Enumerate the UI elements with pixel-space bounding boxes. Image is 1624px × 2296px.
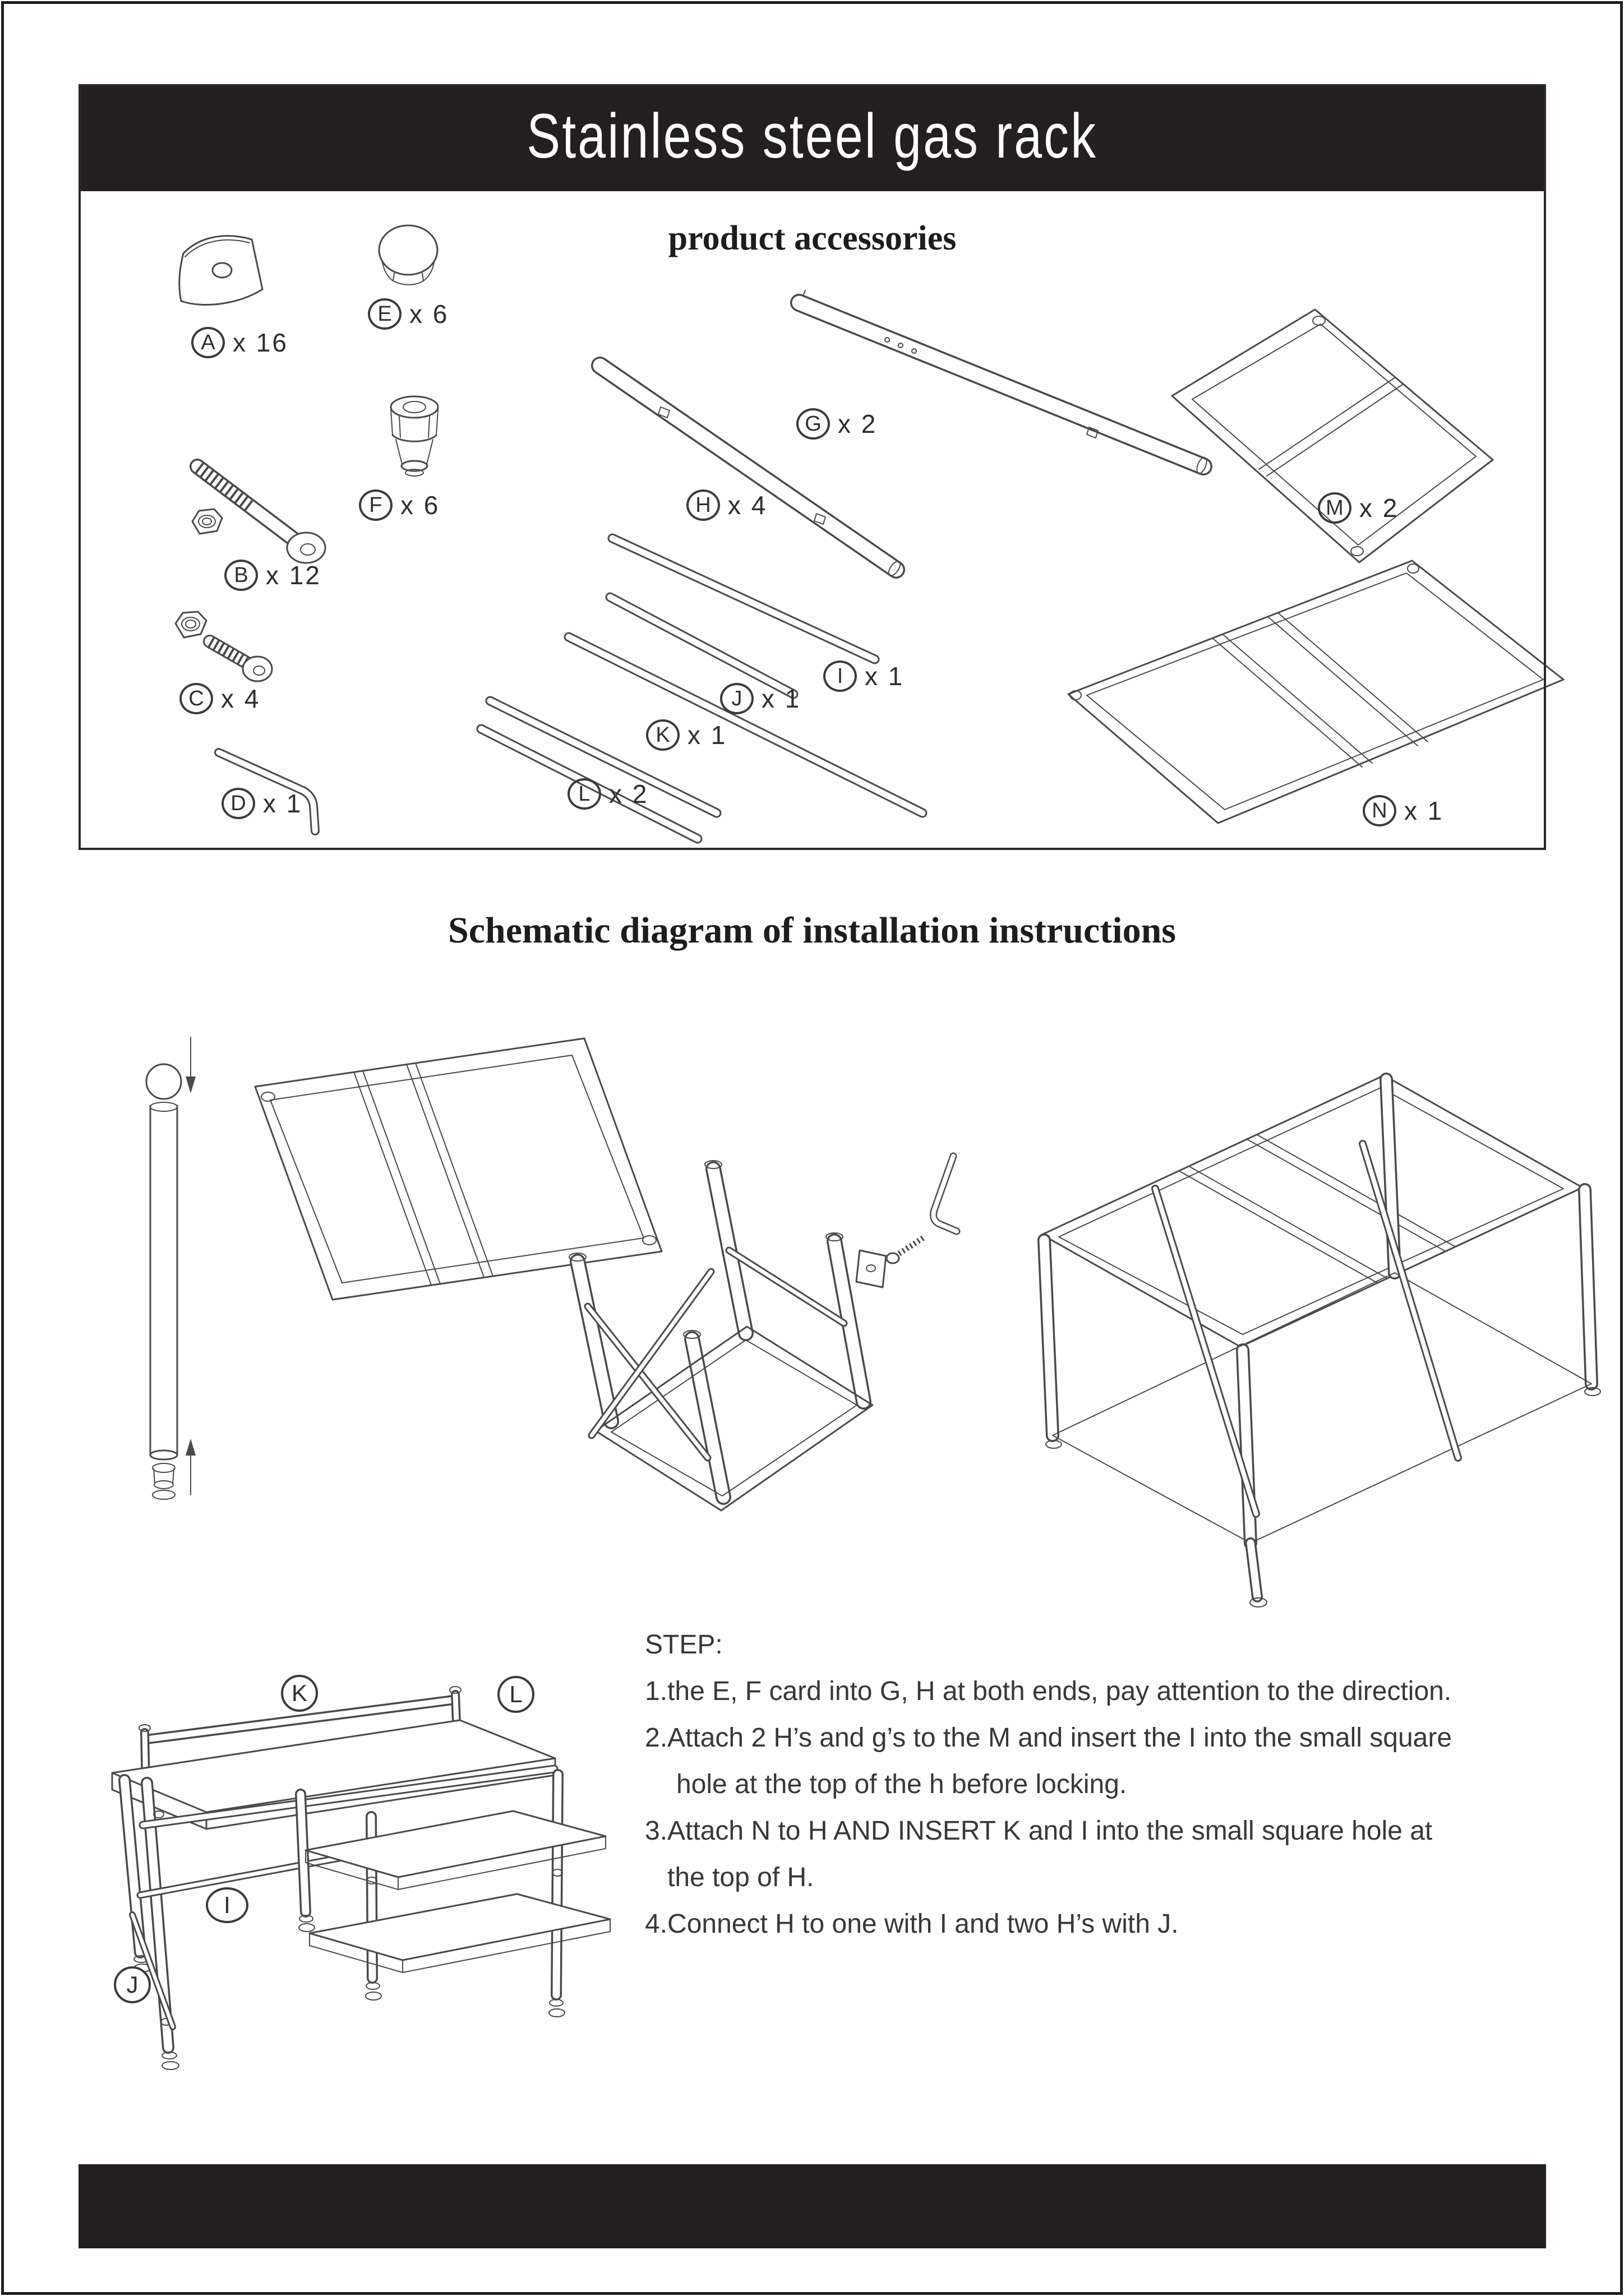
step-line-1: 1.the E, F card into G, H at both ends, … — [645, 1676, 1452, 1706]
part-letter-badge-b: B — [224, 560, 258, 591]
part-j-icon — [605, 592, 799, 699]
part-letter-badge-c: C — [179, 683, 213, 714]
part-count-b: x 12 — [266, 561, 321, 590]
part-letter-badge-e: E — [368, 298, 402, 330]
header-banner: Stainless steel gas rack — [79, 84, 1546, 191]
part-count-a: x 16 — [233, 328, 288, 357]
callout-j-letter: J — [126, 1971, 139, 1998]
part-count-h: x 4 — [728, 491, 768, 520]
part-label-k: K x 1 — [646, 719, 727, 751]
part-letter-badge-m: M — [1318, 492, 1351, 524]
accessories-box — [79, 84, 1546, 850]
part-count-i: x 1 — [865, 662, 905, 691]
callout-i: I — [206, 1887, 248, 1923]
part-i-icon — [607, 533, 880, 664]
callout-l: L — [497, 1676, 534, 1713]
part-letter-badge-f: F — [359, 489, 393, 521]
part-label-m: M x 2 — [1318, 492, 1399, 524]
part-label-j: J x 1 — [720, 682, 801, 715]
part-count-l: x 2 — [609, 779, 649, 809]
part-label-d: D x 1 — [222, 787, 302, 820]
part-letter-badge-g: G — [796, 408, 830, 440]
part-label-g: G x 2 — [796, 408, 877, 440]
part-letter-badge-l: L — [568, 778, 601, 810]
page-title: Stainless steel gas rack — [527, 101, 1098, 171]
part-letter-badge-i: I — [823, 660, 857, 692]
part-label-e: E x 6 — [368, 298, 449, 330]
footer-banner — [79, 2164, 1546, 2248]
part-count-f: x 6 — [400, 491, 440, 520]
part-letter-badge-d: D — [222, 788, 255, 819]
callout-i-letter: I — [224, 1892, 230, 1918]
steps-heading: STEP: — [645, 1630, 723, 1660]
part-letter-badge-k: K — [646, 719, 680, 751]
part-label-f: F x 6 — [359, 489, 440, 521]
part-c-icon — [174, 611, 273, 682]
part-letter-badge-a: A — [191, 327, 225, 358]
diagram-shelf-frame-icon — [254, 1037, 663, 1301]
part-e-icon — [378, 224, 439, 285]
part-label-b: B x 12 — [224, 559, 321, 592]
part-m-icon — [1171, 308, 1494, 563]
part-g-icon — [790, 290, 1212, 475]
part-count-j: x 1 — [762, 684, 801, 713]
schematic-title: Schematic diagram of installation instru… — [448, 910, 1176, 951]
callout-j: J — [114, 1966, 151, 2003]
diagram-tool-icon — [855, 1152, 961, 1288]
part-label-c: C x 4 — [179, 682, 260, 715]
steps-block: STEP: 1.the E, F card into G, H at both … — [645, 1621, 1587, 1947]
part-label-n: N x 1 — [1363, 794, 1443, 827]
part-letter-badge-n: N — [1363, 795, 1396, 826]
step-line-4: 4.Connect H to one with I and two H’s wi… — [645, 1909, 1179, 1939]
part-label-i: I x 1 — [823, 660, 904, 692]
part-k-icon — [564, 632, 928, 818]
diagram-finished-rack-icon — [111, 1686, 611, 2070]
diagram-pole-icon — [145, 1037, 196, 1500]
step-line-3b: the top of H. — [667, 1863, 814, 1892]
step-line-2b: hole at the top of the h before locking. — [676, 1770, 1127, 1799]
diagram-leg-assembly-icon — [569, 1160, 874, 1512]
part-count-n: x 1 — [1404, 796, 1444, 825]
callout-l-letter: L — [509, 1681, 523, 1707]
part-count-d: x 1 — [263, 789, 303, 818]
part-label-l: L x 2 — [568, 778, 648, 810]
callout-k-letter: K — [291, 1680, 307, 1706]
part-count-c: x 4 — [221, 684, 261, 713]
accessories-title: product accessories — [668, 219, 957, 257]
step-line-3: 3.Attach N to H AND INSERT K and I into … — [645, 1816, 1433, 1846]
part-label-h: H x 4 — [686, 489, 767, 521]
part-count-e: x 6 — [409, 299, 449, 329]
part-label-a: A x 16 — [191, 326, 288, 359]
part-h-icon — [591, 357, 905, 579]
diagram-main-assembly-icon — [1037, 1073, 1601, 1607]
part-a-icon — [178, 235, 264, 306]
part-count-m: x 2 — [1359, 493, 1399, 523]
part-letter-badge-j: J — [720, 683, 754, 714]
part-count-g: x 2 — [838, 409, 878, 438]
part-d-icon — [214, 748, 320, 835]
part-letter-badge-h: H — [686, 489, 720, 521]
part-count-k: x 1 — [688, 720, 727, 750]
part-n-icon — [1067, 560, 1565, 824]
part-b-icon — [190, 459, 326, 564]
part-f-icon — [390, 395, 439, 477]
step-line-2: 2.Attach 2 H’s and g’s to the M and inse… — [645, 1723, 1452, 1753]
callout-k: K — [281, 1675, 318, 1712]
